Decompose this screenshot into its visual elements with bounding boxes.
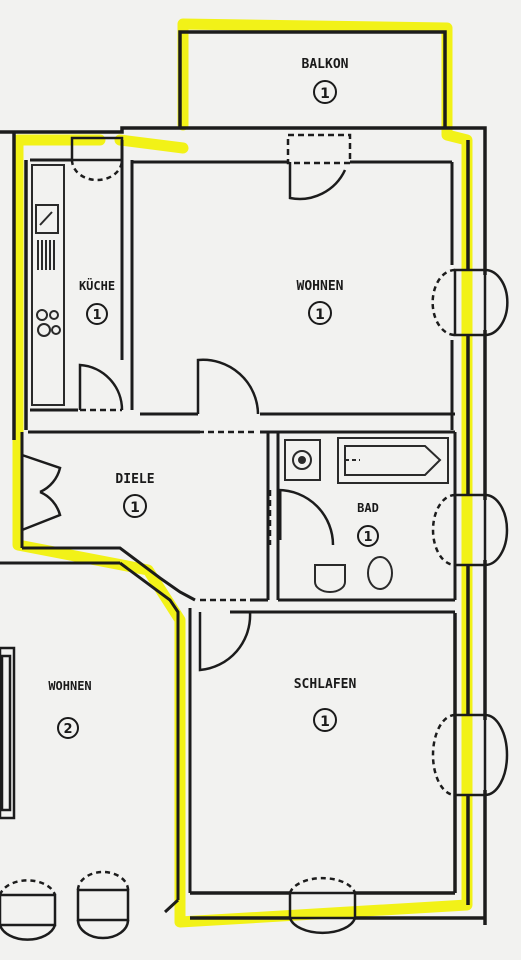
windows (0, 136, 509, 941)
svg-text:1: 1 (320, 714, 330, 730)
room-labels: BALKON 1 WOHNEN 1 KÜCHE 1 DIELE 1 BAD 1 … (48, 57, 379, 739)
window-wohnen-2-b (76, 870, 130, 940)
window-kueche (70, 136, 124, 182)
unit-badge-wohnen-2 (57, 717, 79, 739)
unit-badge-wohnen-1 (308, 301, 332, 325)
doors (20, 133, 352, 672)
window-wohnen-1 (431, 268, 509, 337)
room-label-wohnen-1: WOHNEN (297, 279, 344, 294)
svg-text:2: 2 (63, 722, 72, 737)
unit-badge-bad (357, 525, 379, 547)
window-schlafen-right (431, 713, 509, 797)
kitchen-counter (31, 164, 65, 406)
unit-badge-diele (123, 494, 147, 518)
window-bad (431, 493, 509, 567)
washbasin-icon (314, 564, 346, 593)
svg-text:1: 1 (315, 307, 325, 323)
outer-walls (0, 30, 487, 925)
unit-badge-balkon (313, 80, 337, 104)
window-schlafen-bottom (288, 876, 357, 935)
window-wohnen-2-a (0, 879, 57, 941)
shower-icon (284, 439, 321, 481)
room-label-kueche: KÜCHE (79, 278, 115, 293)
svg-text:1: 1 (363, 530, 372, 545)
bath-fixtures (284, 437, 449, 593)
sink-icon (35, 204, 59, 234)
apartment-highlight (12, 18, 473, 928)
room-label-wohnen-2: WOHNEN (48, 679, 91, 693)
svg-text:1: 1 (92, 308, 101, 323)
room-label-balkon: BALKON (302, 57, 349, 72)
dishwasher-icon (37, 240, 55, 270)
room-label-bad: BAD (357, 501, 379, 515)
bathtub-icon (337, 437, 449, 484)
toilet-icon (367, 556, 393, 590)
wohnen-2-furniture (0, 646, 16, 820)
interior-walls (0, 140, 457, 914)
stove-icon (36, 309, 61, 337)
svg-text:1: 1 (130, 500, 140, 516)
unit-badge-kueche (86, 303, 108, 325)
room-label-diele: DIELE (115, 472, 154, 487)
room-label-schlafen: SCHLAFEN (294, 677, 357, 692)
svg-text:1: 1 (320, 86, 330, 102)
unit-badge-schlafen (313, 708, 337, 732)
